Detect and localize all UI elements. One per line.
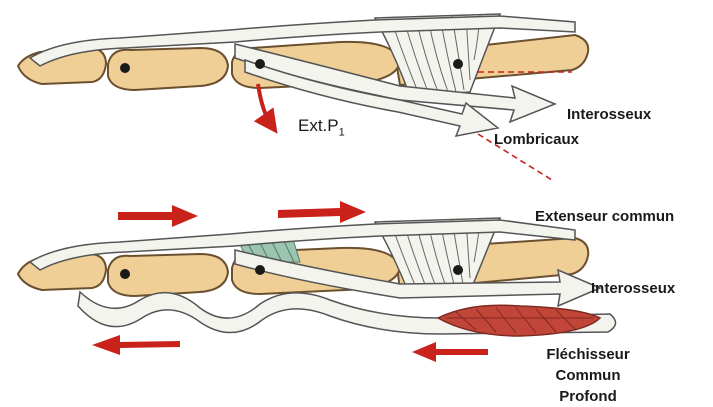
top-ext-p1-label: Ext.P1 (298, 117, 345, 138)
top-ext-p1-arrow-icon (258, 84, 272, 126)
flechisseur-line-3: Profond (528, 386, 648, 407)
bottom-finger (18, 201, 616, 362)
top-finger (18, 14, 588, 180)
bottom-mcp-joint-dot (453, 265, 463, 275)
ext-p1-subscript: 1 (339, 126, 345, 138)
bottom-extenseur-commun-label: Extenseur commun (535, 209, 674, 224)
top-dip-joint-dot (120, 63, 130, 73)
top-interosseux-label: Interosseux (567, 107, 651, 122)
ext-p1-main-text: Ext.P (298, 116, 339, 135)
bottom-interosseux-label: Interosseux (591, 281, 675, 296)
bottom-arrow-right-2-icon (278, 201, 366, 223)
top-pip-joint-dot (255, 59, 265, 69)
flechisseur-line-2: Commun (528, 365, 648, 386)
flechisseur-line-1: Fléchisseur (528, 344, 648, 365)
bottom-flechisseur-label: Fléchisseur Commun Profond (528, 344, 648, 407)
bottom-arrow-left-2-icon (412, 342, 488, 362)
top-lombricaux-label: Lombricaux (494, 132, 579, 147)
top-mcp-joint-dot (453, 59, 463, 69)
bottom-arrow-right-1-icon (118, 205, 198, 227)
bottom-pip-joint-dot (255, 265, 265, 275)
bottom-arrow-left-1-icon (92, 335, 180, 355)
bottom-dip-joint-dot (120, 269, 130, 279)
